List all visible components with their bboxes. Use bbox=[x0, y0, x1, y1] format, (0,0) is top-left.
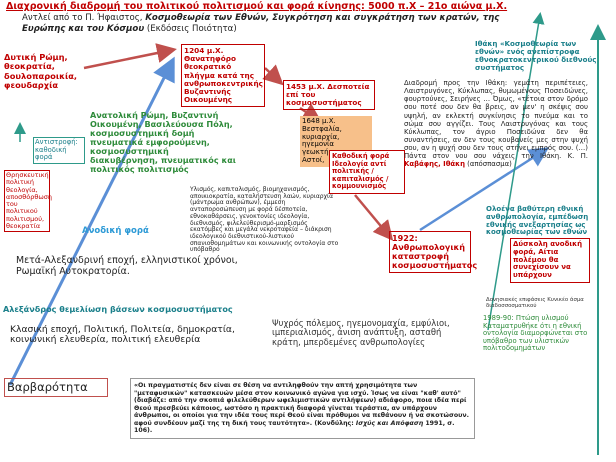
quote-cite-suffix: 1991, σ. 106). bbox=[134, 419, 455, 435]
descent-path bbox=[83, 43, 177, 70]
seismic-note: Δονησιακές επιφάσεις Κυνικέο άσμα διαδοσ… bbox=[486, 297, 584, 310]
quote-text: «Οι πραγματιστές δεν είναι σε θέση να αν… bbox=[134, 382, 469, 427]
descent-box: Καθοδική φορά Ιδεολογία αντί πολιτικής /… bbox=[329, 150, 405, 194]
subtitle-suffix: (Εκδόσεις Ποιότητα) bbox=[144, 23, 237, 34]
year-1204-box: 1204 μ.Χ. Θανατηφόρο θεοκρατικό πλήγμα κ… bbox=[181, 44, 265, 108]
ithaca-author: Καβάφης, Ιθάκη bbox=[404, 160, 465, 169]
quote-cite-book: Ισχύς και Απόφαση bbox=[355, 419, 424, 427]
subtitle-book: Κοσμοθεωρία των Εθνών, Συγκρότηση και συ… bbox=[22, 13, 500, 34]
religious-list: Θρησκευτική πολιτική θεολογία, αποσθόρθω… bbox=[4, 170, 52, 233]
west-rome-box: Δυτική Ρώμη, θεοκρατία, δουλοπαροικία, φ… bbox=[4, 52, 78, 90]
year-1989-box: 1989-90: Πτώση υλισμού Καταματρυθήκε ότι… bbox=[483, 314, 588, 353]
ascent-arrow bbox=[8, 56, 175, 386]
header-subtitle: Αντλεί από το Π. Ήφαιστος, Κοσμοθεωρία τ… bbox=[22, 13, 542, 34]
nations-deep-box: Ολοένα βαθύτερη εθνική ανθρωπολογία, εμπ… bbox=[486, 205, 589, 237]
ideology-text: Υλισμός, καπιταλισμός, βιομηχανισμός, απ… bbox=[190, 186, 339, 254]
year-1453-box: 1453 μ.Χ. Δεσποτεία επί του κοσμοσυστήμα… bbox=[283, 80, 375, 111]
upward-label: Ανοδική φορά bbox=[82, 226, 149, 236]
barbarity-box: Βαρβαρότητα bbox=[4, 378, 108, 397]
difficult-ascent-box: Δύσκολη ανοδική φορά, Αίτια πολέμου θα σ… bbox=[510, 238, 590, 284]
post-alexander-box: Μετά-Αλεξανδρινή εποχή, ελληνιστικοί χρό… bbox=[16, 255, 238, 277]
ithaca-source: (απόσπασμα) bbox=[464, 160, 512, 169]
ithaca-title: Ιθάκη «Κοσμοθεωρία των εθνών» ενός ανεπί… bbox=[475, 39, 597, 72]
east-rome-box: Ανατολική Ρώμη, Βυζαντινή Οικουμένη, Βασ… bbox=[90, 110, 236, 175]
classical-box: Κλασική εποχή, Πολιτική, Πολιτεία, δημοκ… bbox=[10, 324, 235, 346]
ithaca-quote: Διαδρομή προς την Ιθάκη: γεμάτη περιπέτε… bbox=[404, 79, 588, 169]
quote-cite-prefix: (Κονδύλης: bbox=[314, 419, 356, 427]
ithaca-quote-text: Διαδρομή προς την Ιθάκη: γεμάτη περιπέτε… bbox=[404, 79, 588, 161]
counterflow-box: Αντιστροφή: καθοδική φορά bbox=[33, 137, 85, 164]
subtitle-prefix: Αντλεί από το Π. Ήφαιστος, bbox=[22, 13, 146, 23]
alexander-box: Αλεξάνδρος θεμελίωση βάσεων κοσμοσυστήμα… bbox=[3, 304, 233, 314]
header-title: Διαχρονική διαδρομή του πολιτικού πολιτι… bbox=[6, 1, 508, 12]
quote-box: «Οι πραγματιστές δεν είναι σε θέση να αν… bbox=[130, 378, 475, 439]
war-list-box: Ψυχρός πόλεμος, ηγεμονομαχία, εμφύλιοι, … bbox=[272, 318, 450, 347]
year-1922-box: 1922: Ανθρωπολογική καταστροφή κοσμοσυστ… bbox=[389, 231, 477, 274]
